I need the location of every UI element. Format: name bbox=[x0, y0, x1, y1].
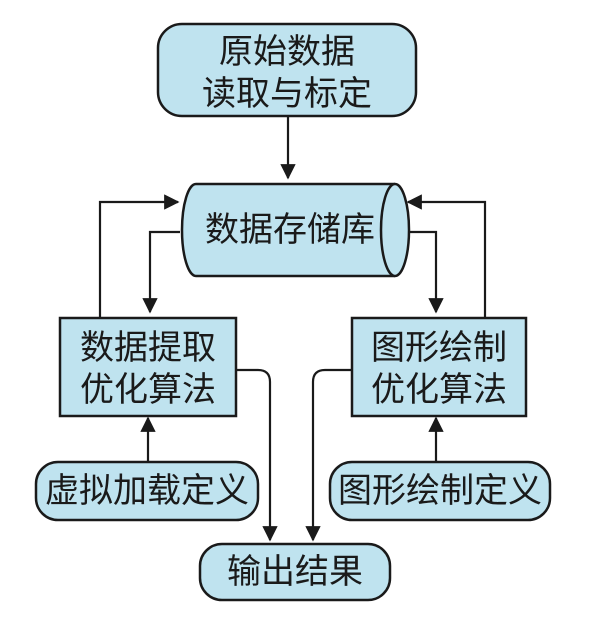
database-cylinder-end bbox=[379, 182, 396, 278]
node-virtual-load-label: 虚拟加载定义 bbox=[45, 471, 249, 511]
edges bbox=[98, 110, 487, 542]
node-database: 数据存储库 bbox=[180, 182, 411, 278]
edge-draw-to-database bbox=[406, 194, 487, 318]
node-extract-opt-line1: 数据提取 bbox=[80, 328, 216, 368]
node-virtual-load: 虚拟加载定义 bbox=[34, 460, 260, 522]
edge-database-to-draw bbox=[408, 230, 444, 314]
edge-draw-to-output bbox=[305, 368, 352, 542]
edge-extract-to-database bbox=[98, 194, 180, 318]
edge-extract-to-output bbox=[236, 368, 278, 542]
node-graphic-def-label: 图形绘制定义 bbox=[338, 471, 542, 511]
node-draw-opt-line2: 优化算法 bbox=[371, 370, 507, 410]
node-draw-opt-line1: 图形绘制 bbox=[371, 328, 507, 368]
node-output: 输出结果 bbox=[198, 542, 392, 602]
node-database-label: 数据存储库 bbox=[205, 210, 375, 250]
node-output-label: 输出结果 bbox=[227, 552, 363, 592]
node-raw-data-line1: 原始数据 bbox=[219, 32, 355, 72]
node-graphic-def: 图形绘制定义 bbox=[328, 460, 552, 522]
node-raw-data-line2: 读取与标定 bbox=[202, 74, 372, 114]
node-draw-opt: 图形绘制 优化算法 bbox=[350, 316, 528, 418]
edge-database-to-extract bbox=[142, 230, 180, 314]
node-raw-data: 原始数据 读取与标定 bbox=[156, 22, 418, 118]
node-extract-opt-line2: 优化算法 bbox=[80, 370, 216, 410]
node-extract-opt: 数据提取 优化算法 bbox=[58, 316, 238, 418]
